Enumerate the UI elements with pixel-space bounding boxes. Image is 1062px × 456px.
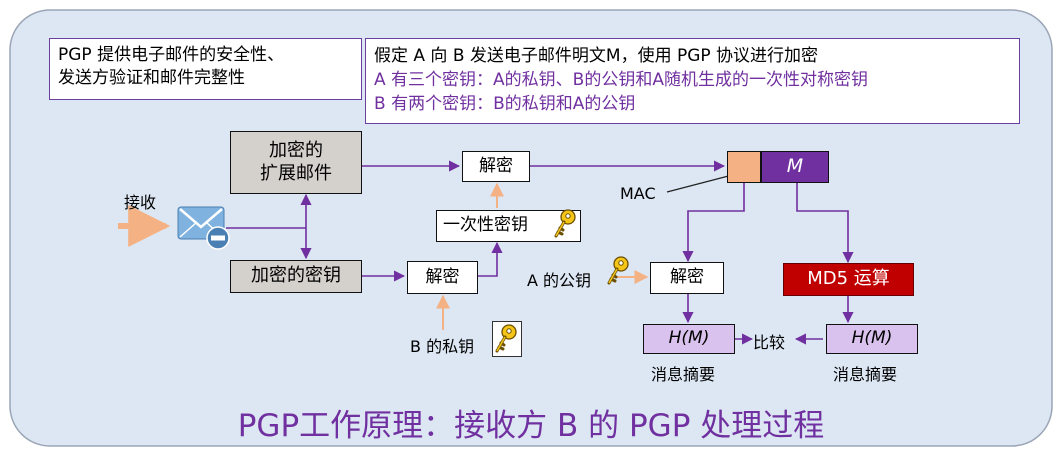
assumption-line-3: B 有两个密钥：B的私钥和A的公钥 (374, 94, 636, 114)
decrypt-key-label: 解密 (425, 266, 460, 287)
key-icon-session (554, 209, 576, 238)
hash-left-label: H(M) (668, 328, 710, 349)
intro-line-2: 发送方验证和邮件完整性 (58, 68, 245, 88)
hash-right-box: H(M) (826, 324, 918, 354)
decrypt-mac-box: 解密 (650, 262, 724, 294)
digest-left-label: 消息摘要 (651, 365, 716, 384)
decrypt-mail-label: 解密 (479, 155, 513, 176)
footer-title: PGP工作原理：接收方 B 的 PGP 处理过程 (237, 408, 825, 444)
arrow-message-to-md5 (796, 183, 854, 264)
key-icon-a-public (607, 256, 629, 285)
assumption-line-1: 假定 A 向 B 发送电子邮件明文M，使用 PGP 协议进行加密 (374, 46, 819, 66)
intro-line-1: PGP 提供电子邮件的安全性、 (58, 45, 285, 65)
hash-left-box: H(M) (643, 324, 735, 354)
message-label: M (786, 155, 804, 178)
envelope-icon (177, 206, 230, 250)
encrypted-key-label: 加密的密钥 (251, 265, 341, 287)
assumption-line-2: A 有三个密钥：A的私钥、B的公钥和A随机生成的一次性对称密钥 (374, 70, 868, 90)
receive-label: 接收 (124, 193, 157, 212)
mac-label: MAC (620, 184, 656, 203)
compare-label: 比较 (753, 333, 786, 352)
digest-right-label: 消息摘要 (833, 365, 898, 384)
hash-right-label: H(M) (851, 328, 893, 349)
md5-box: MD5 运算 (783, 263, 914, 296)
md5-label: MD5 运算 (807, 268, 890, 290)
mac-cell (727, 151, 761, 183)
assumption-box: 假定 A 向 B 发送电子邮件明文M，使用 PGP 协议进行加密 A 有三个密钥… (365, 38, 1020, 124)
key-icon-b-private (495, 324, 517, 353)
arrow-decrypt-to-session-key (478, 241, 503, 277)
encrypted-key-box: 加密的密钥 (230, 260, 362, 293)
session-key-label: 一次性密钥 (443, 215, 528, 236)
key-icon-b-private-frame (492, 321, 522, 357)
decrypt-mail-box: 解密 (462, 151, 530, 182)
decrypt-mac-label: 解密 (670, 267, 704, 288)
encrypted-mail-box: 加密的 扩展邮件 (230, 131, 362, 194)
message-cell: M (761, 151, 829, 183)
a-public-key-label: A 的公钥 (527, 271, 592, 290)
encrypted-mail-line-1: 加密的 (269, 140, 323, 161)
intro-box: PGP 提供电子邮件的安全性、 发送方验证和邮件完整性 (49, 38, 362, 100)
encrypted-mail-line-2: 扩展邮件 (260, 162, 332, 184)
decrypt-key-box: 解密 (407, 261, 478, 294)
b-private-key-label: B 的私钥 (410, 337, 475, 356)
arrow-mac-to-decrypt (682, 183, 745, 263)
